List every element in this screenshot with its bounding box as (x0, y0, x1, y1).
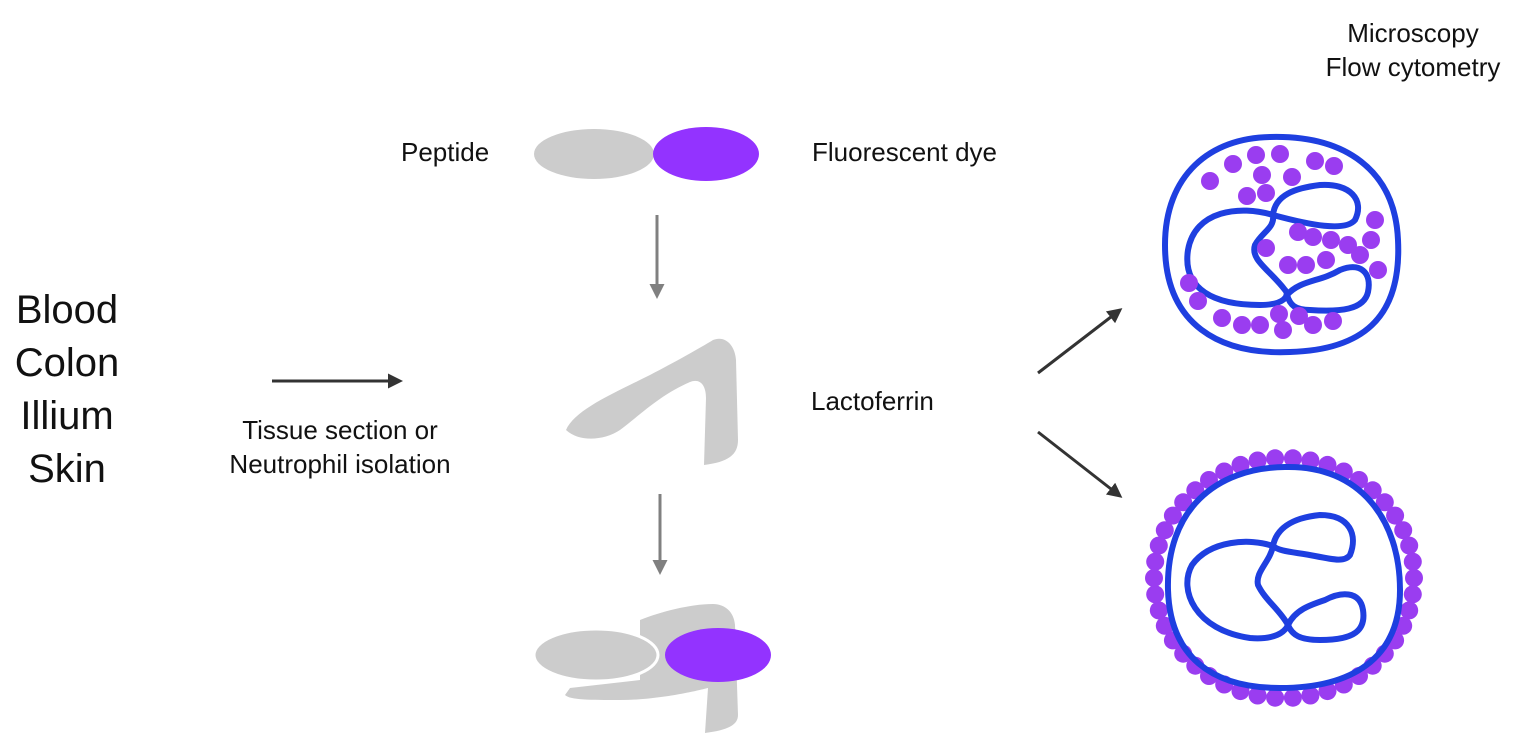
granule (1400, 536, 1419, 555)
readout-microscopy: Microscopy (1347, 18, 1479, 48)
granule (1386, 506, 1405, 525)
granule (1279, 256, 1297, 274)
cell-membrane (1164, 463, 1404, 692)
granule (1317, 251, 1335, 269)
granule (1403, 552, 1422, 571)
nucleus-lobe-1 (1184, 538, 1292, 642)
granule (1325, 157, 1343, 175)
granule (1231, 455, 1250, 474)
arrow-to-intracellular (1037, 308, 1123, 375)
fluorescent-dye-label: Fluorescent dye (812, 137, 997, 167)
granule (1247, 146, 1265, 164)
granule (1271, 145, 1289, 163)
granule (1274, 321, 1292, 339)
granule (1238, 187, 1256, 205)
source-illium: Illium (20, 394, 114, 438)
source-blood: Blood (15, 288, 119, 332)
granule (1306, 152, 1324, 170)
granule (1174, 493, 1193, 512)
granule (1283, 168, 1301, 186)
granule (1283, 688, 1302, 707)
granule (1270, 305, 1288, 323)
sample-prep-line-2: Neutrophil isolation (229, 449, 451, 479)
granule (1257, 239, 1275, 257)
granule (1248, 451, 1267, 470)
granule (1146, 585, 1165, 604)
granule (1248, 686, 1267, 705)
granule (1146, 552, 1165, 571)
granule (1351, 246, 1369, 264)
granule (1163, 506, 1182, 525)
granule (1362, 231, 1380, 249)
sample-prep-line-1: Tissue section or (242, 415, 438, 445)
granule (1400, 601, 1419, 620)
granule (1155, 616, 1174, 635)
granule (1213, 309, 1231, 327)
peptide-label: Peptide (401, 137, 490, 167)
granule (1283, 449, 1302, 468)
arrow-to-surface (1037, 430, 1123, 498)
dye-shape (653, 127, 759, 181)
granule (1189, 292, 1207, 310)
granule (1266, 449, 1285, 468)
probe-conjugate (534, 127, 759, 181)
granule (1394, 521, 1413, 540)
granule (1304, 316, 1322, 334)
cell-membrane (1161, 133, 1402, 356)
granule (1324, 312, 1342, 330)
granule (1375, 493, 1394, 512)
tissue-source-list: Blood Colon Illium Skin (0, 284, 134, 496)
granule (1253, 166, 1271, 184)
readout-flow-cytometry: Flow cytometry (1325, 52, 1501, 82)
granule (1297, 256, 1315, 274)
granule (1304, 228, 1322, 246)
granule (1233, 316, 1251, 334)
source-skin: Skin (28, 447, 106, 491)
granules-surface (1145, 449, 1423, 707)
nucleus-lobe-2 (1269, 181, 1362, 230)
granule (1301, 686, 1320, 705)
peptide-bound-shape (532, 627, 660, 683)
granule (1201, 172, 1219, 190)
granule (1405, 569, 1423, 587)
granule (1403, 585, 1422, 604)
granule (1149, 601, 1168, 620)
lactoferrin-shape (566, 338, 738, 465)
granule (1149, 536, 1168, 555)
granule (1289, 223, 1307, 241)
granule (1266, 688, 1285, 707)
granule (1224, 155, 1242, 173)
granule (1369, 261, 1387, 279)
readout-label: Microscopy Flow cytometry (1290, 16, 1536, 84)
nucleus-lobe-3 (1283, 264, 1372, 314)
granule (1290, 307, 1308, 325)
granule (1155, 521, 1174, 540)
granule (1251, 316, 1269, 334)
granule (1145, 569, 1163, 587)
nucleus-lobe-3 (1284, 591, 1367, 644)
granule (1180, 274, 1198, 292)
source-colon: Colon (14, 341, 120, 385)
granule (1339, 236, 1357, 254)
nucleus-lobe-2 (1269, 511, 1356, 563)
dye-bound-shape (665, 628, 771, 682)
sample-prep-label: Tissue section or Neutrophil isolation (180, 413, 500, 481)
bound-complex (532, 604, 771, 733)
granule (1257, 184, 1275, 202)
lactoferrin-label: Lactoferrin (811, 386, 934, 416)
granule (1366, 211, 1384, 229)
neutrophil-surface (1145, 449, 1423, 707)
granules-intracellular (1180, 145, 1387, 339)
nucleus-lobe-1 (1184, 207, 1290, 309)
neutrophil-intracellular (1161, 133, 1402, 356)
granule (1322, 231, 1340, 249)
peptide-shape (534, 129, 654, 179)
